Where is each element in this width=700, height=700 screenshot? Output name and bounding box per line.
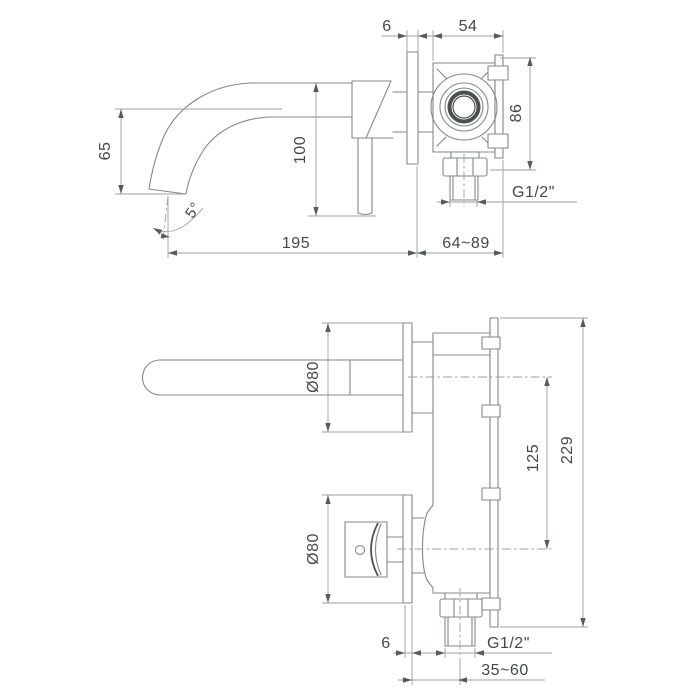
front-view-part-geometry	[141, 317, 552, 660]
set-screw	[354, 544, 366, 556]
spout-tip-face	[148, 188, 187, 195]
arrows-6-g12-front	[396, 650, 484, 656]
dim-label-handle-height: 100	[292, 136, 309, 164]
dim-label-spout-height: 65	[97, 142, 114, 161]
cartridge-stem-ring	[447, 90, 481, 124]
outlet-thread-pipe-front	[444, 616, 476, 647]
body-neck	[392, 91, 434, 133]
mounting-clip-bottom	[487, 133, 509, 149]
outlet-hex-nut-front	[439, 598, 483, 618]
handle-stem	[386, 536, 404, 563]
spout-outer-curve	[148, 82, 353, 190]
dim-label-install-depth-top: 64~89	[442, 235, 489, 252]
dimension-lines	[120, 35, 577, 254]
front-view-dimensions: Ø80 Ø80 125 229 6 G1/2" 35~60	[305, 317, 588, 685]
hex-nut-facets-front	[453, 598, 469, 618]
dim-label-spout-angle: 5°	[182, 199, 205, 221]
cartridge-hex-ring	[444, 87, 484, 127]
cartridge-ring	[439, 82, 489, 132]
dimension-lines-front	[327, 318, 584, 681]
lever-profile-arc	[370, 522, 379, 577]
handle-front	[344, 521, 388, 578]
hex-nut-facets	[456, 157, 474, 177]
inwall-body-left-edge	[422, 332, 434, 594]
top-view-part-geometry	[148, 51, 509, 258]
mounting-flange	[494, 54, 504, 159]
dim-label-spout-escutcheon: Ø80	[305, 361, 322, 393]
arrows-65	[118, 109, 124, 194]
cartridge-outer-circle	[430, 73, 498, 141]
dim-label-spout-reach: 195	[282, 235, 310, 252]
spout-inner-curve	[185, 116, 353, 195]
dim-label-body-width: 54	[459, 18, 478, 35]
handle-boss	[411, 517, 425, 574]
dim-label-bracket-height: 229	[559, 436, 576, 464]
bracket-clip-2	[481, 404, 501, 418]
spout-front	[141, 359, 406, 396]
bracket-clip-4	[481, 597, 501, 611]
dim-label-center-distance: 125	[525, 444, 542, 472]
mounting-bracket	[489, 317, 499, 628]
inwall-body-edges	[432, 332, 491, 594]
outlet-washer-front	[444, 592, 478, 600]
valve-body	[432, 62, 496, 153]
dim-label-thread-front: G1/2"	[487, 635, 530, 652]
tip-angle-centerline	[162, 195, 169, 241]
outlet-thread-pipe	[449, 175, 479, 201]
angle-arc-arrow-left	[153, 228, 163, 235]
lever-handle-rod	[357, 137, 373, 216]
body-corner-chamfers	[436, 68, 492, 147]
angle-arc-arrow-right	[160, 233, 170, 239]
spout-escutcheon-plate	[402, 322, 413, 433]
mounting-clip-top	[487, 65, 509, 81]
top-view-dimensions: 6 54 86 65 100 5° 195 64~89 G1/2"	[97, 18, 577, 258]
outlet-hex-nut	[442, 157, 488, 177]
wall-plate	[406, 51, 419, 165]
dim-label-body-height: 86	[508, 104, 525, 123]
dim-label-handle-escutcheon: Ø80	[305, 533, 322, 565]
spout-boss	[411, 341, 434, 414]
dim-label-plate-thickness-top: 6	[382, 18, 391, 35]
cartridge-bore	[452, 95, 476, 119]
dim-label-thread-top: G1/2"	[512, 184, 555, 201]
arrows-6-54	[398, 33, 503, 39]
bracket-clip-3	[481, 487, 501, 501]
bracket-clip-1	[481, 336, 501, 350]
mixer-body-cone	[351, 80, 394, 139]
extension-lines-front	[322, 317, 588, 685]
extension-lines	[115, 30, 536, 258]
outlet-washer	[450, 151, 480, 159]
arrows-g12	[441, 199, 486, 205]
lever-profile-arc-2	[374, 523, 382, 576]
dim-label-plate-thickness-front: 6	[381, 635, 390, 652]
dim-label-install-depth-front: 35~60	[481, 662, 528, 679]
